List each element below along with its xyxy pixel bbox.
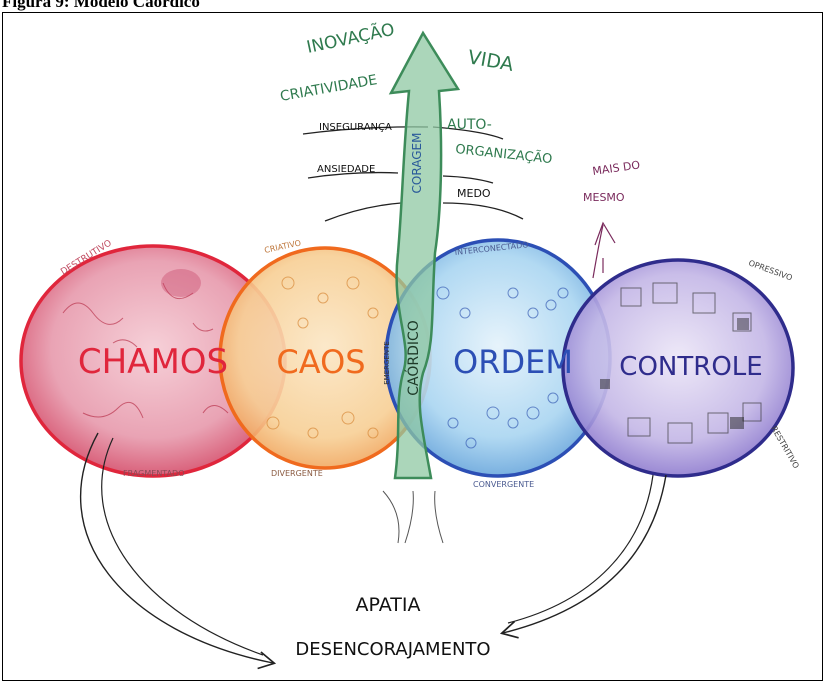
coragem-arrow bbox=[382, 30, 461, 544]
line-ansiedade-right bbox=[442, 175, 494, 184]
label-ansiedade: ANSIEDADE bbox=[317, 164, 375, 175]
note-controle-top: OPRESSIVO bbox=[747, 258, 793, 282]
return-arrow-right-inner bbox=[507, 474, 654, 624]
label-mesmo: MESMO bbox=[583, 191, 625, 204]
note-ordem-bottom: CONVERGENTE bbox=[473, 480, 534, 489]
return-arrow-right bbox=[499, 474, 667, 639]
note-caos-bottom: DIVERGENTE bbox=[271, 469, 323, 478]
return-arrow-left-inner bbox=[101, 437, 264, 656]
line-medo-left bbox=[324, 202, 402, 222]
return-arrow-left bbox=[79, 432, 277, 670]
label-chamos: CHAMOS bbox=[78, 342, 228, 382]
label-ordem: ORDEM bbox=[453, 343, 573, 381]
label-vida: VIDA bbox=[466, 46, 515, 76]
label-emergente: EMERGENTE bbox=[383, 341, 391, 385]
line-auto-organizacao bbox=[432, 126, 504, 140]
label-organizacao: ORGANIZAÇÃO bbox=[455, 141, 553, 167]
label-inseguranca: INSEGURANÇA bbox=[319, 122, 392, 133]
label-apatia: APATIA bbox=[356, 594, 421, 616]
label-caos: CAOS bbox=[276, 343, 365, 381]
label-medo: MEDO bbox=[457, 187, 491, 200]
label-auto: AUTO- bbox=[447, 117, 492, 133]
note-controle-bottom: RESTRITIVO bbox=[769, 425, 800, 471]
mais-do-mesmo-arrow bbox=[592, 221, 616, 279]
note-chamos-bottom: FRAGMENTADO bbox=[123, 469, 185, 478]
label-caordico: CAÓRDICO bbox=[404, 320, 422, 396]
caordic-diagram: CHAMOS CAOS ORDEM CONTROLE DESTRUTIVO FR… bbox=[19, 18, 801, 670]
circle-controle bbox=[561, 258, 795, 478]
label-mais-do: MAIS DO bbox=[592, 158, 642, 178]
diagram-frame: CHAMOS CAOS ORDEM CONTROLE DESTRUTIVO FR… bbox=[2, 12, 823, 681]
label-criatividade: CRIATIVIDADE bbox=[279, 72, 379, 105]
label-coragem: CORAGEM bbox=[410, 133, 424, 194]
label-controle: CONTROLE bbox=[619, 352, 762, 382]
line-medo-right bbox=[442, 202, 524, 220]
label-desencorajamento: DESENCORAJAMENTO bbox=[295, 639, 490, 660]
line-ansiedade bbox=[307, 171, 399, 179]
figure-caption: Figura 9: Modelo Caórdico bbox=[2, 0, 200, 11]
label-inovacao: INOVAÇÃO bbox=[304, 18, 396, 58]
